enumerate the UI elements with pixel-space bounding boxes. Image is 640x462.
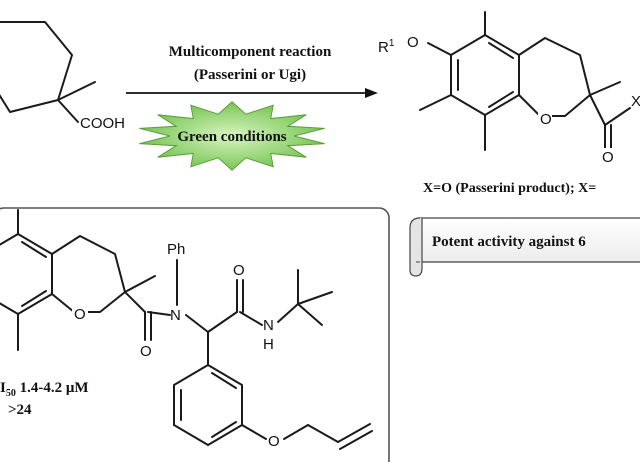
example-o-ring: O	[74, 306, 86, 323]
example-compound-structure	[0, 209, 373, 450]
r1-label: R1	[378, 38, 395, 56]
green-conditions-label: Green conditions	[177, 129, 286, 145]
starting-material: COOH	[0, 21, 125, 132]
example-compound-box	[0, 207, 390, 462]
product-caption: X=O (Passerini product); X=	[423, 181, 596, 196]
reaction-title-1: Multicomponent reaction	[169, 44, 332, 60]
example-nh-n: N	[263, 317, 274, 334]
cooh-label: COOH	[80, 115, 125, 132]
reaction-arrow	[126, 88, 378, 98]
example-n-label: N	[170, 307, 181, 324]
product-o-ether: O	[407, 34, 419, 51]
si-label: >24	[8, 402, 32, 418]
reaction-title-2: (Passerini or Ugi)	[194, 67, 306, 83]
product-o-ring: O	[540, 111, 552, 128]
ic50-label: I50 1.4-4.2 μM	[0, 380, 89, 399]
activity-scroll-banner	[409, 217, 640, 277]
example-o-ether: O	[268, 433, 280, 450]
product-structure	[419, 11, 631, 151]
green-starburst-icon	[139, 101, 325, 171]
example-nh-h: H	[263, 336, 274, 353]
example-o-amide1: O	[140, 343, 152, 360]
example-ph-label: Ph	[167, 241, 185, 258]
product-x-label: X	[631, 93, 640, 110]
product-o-carbonyl: O	[602, 149, 614, 166]
activity-banner-text: Potent activity against 6	[432, 234, 586, 250]
example-o-amide2: O	[233, 262, 245, 279]
